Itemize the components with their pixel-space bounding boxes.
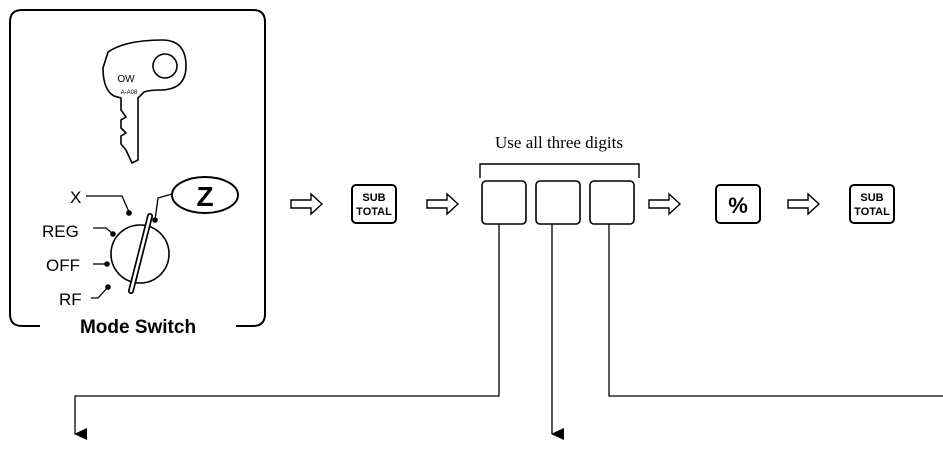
mode-switch-panel: Mode Switch OW A-A08 [9, 9, 266, 338]
percent-key-label: % [728, 193, 748, 218]
subtotal-key: SUB TOTAL [849, 184, 895, 224]
mode-dial [110, 213, 170, 294]
key-icon: OW A-A08 [102, 39, 187, 165]
key-code-label: OW [117, 74, 135, 85]
percent-key: % [715, 184, 761, 224]
position-leaders [86, 193, 173, 299]
digit-box-1 [481, 180, 527, 225]
subtotal-key-line1: SUB [860, 192, 883, 204]
subtotal-key: SUB TOTAL [351, 184, 397, 224]
digits-bracket [479, 163, 640, 178]
digit-entry-group: Use all three digits [479, 133, 640, 225]
flow-arrow-icon [426, 192, 460, 216]
position-label-x: X [70, 188, 81, 207]
subtotal-key-line2: TOTAL [356, 206, 392, 218]
flow-arrow-icon [290, 192, 324, 216]
key-serial-label: A-A08 [121, 90, 138, 96]
selected-position-label: Z [196, 181, 213, 212]
digits-caption: Use all three digits [495, 133, 623, 152]
panel-border [9, 9, 266, 327]
position-label-reg: REG [42, 222, 79, 241]
mode-switch-title: Mode Switch [80, 317, 196, 338]
digit-box-2 [535, 180, 581, 225]
subtotal-key-line2: TOTAL [854, 206, 890, 218]
position-label-rf: RF [59, 290, 82, 309]
flow-arrow-icon [648, 192, 682, 216]
position-dots [104, 210, 158, 290]
selected-position-oval [171, 176, 239, 214]
position-label-off: OFF [46, 256, 80, 275]
digit3-leader-line [608, 224, 943, 397]
flow-arrow-icon [787, 192, 821, 216]
digit-box-3 [589, 180, 635, 225]
digit1-leader-arrow [74, 224, 500, 440]
subtotal-key-line1: SUB [362, 192, 385, 204]
